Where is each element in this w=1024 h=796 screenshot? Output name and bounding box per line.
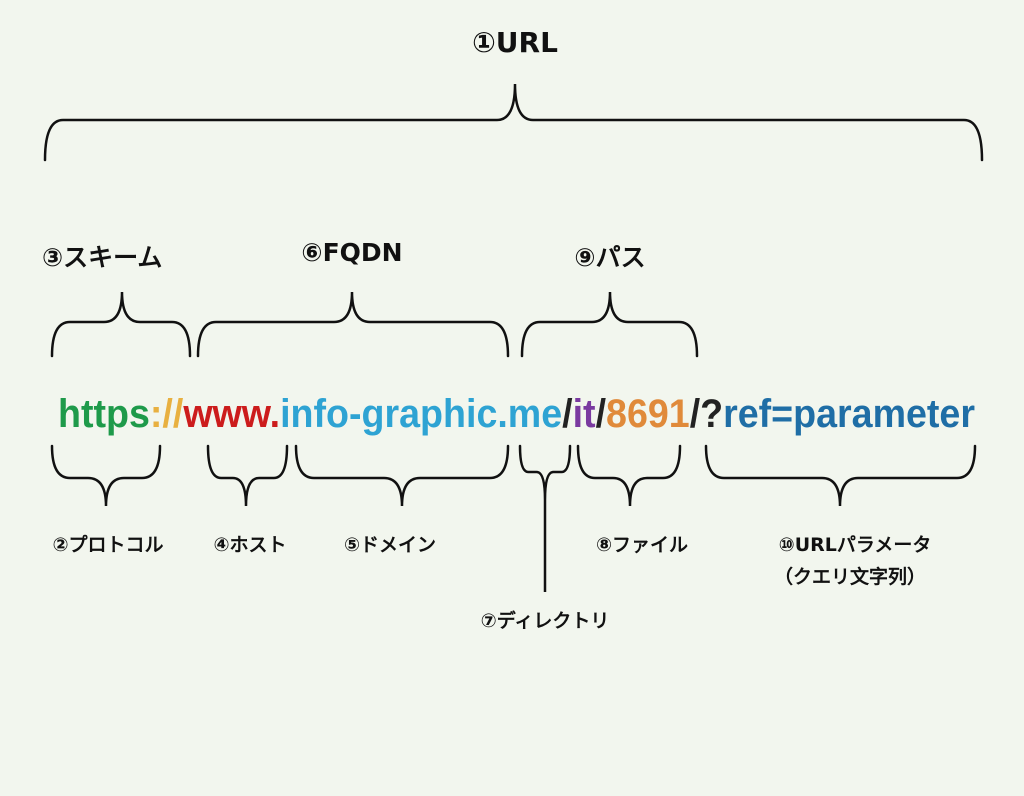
brace-fqdn (196, 291, 510, 358)
brace-protocol (50, 444, 162, 507)
label-protocol: ②プロトコル (52, 534, 164, 556)
label-query-string: （クエリ文字列） (773, 566, 927, 588)
label-url-parameter: ⑩URLパラメータ (778, 534, 932, 556)
brace-url (43, 83, 984, 162)
url-part: ref=parameter (723, 392, 975, 436)
url-part: / (562, 392, 572, 436)
url-part: info-graphic.me (280, 392, 562, 436)
url-part: / (596, 392, 606, 436)
brace-host (206, 444, 289, 507)
url-part: /? (690, 392, 723, 436)
brace-parameter (704, 444, 977, 507)
brace-scheme (50, 291, 192, 358)
url-part: :// (150, 392, 183, 436)
url-example: https://www.info-graphic.me/it/8691/?ref… (58, 392, 975, 436)
label-file: ⑧ファイル (595, 534, 689, 556)
brace-domain (294, 444, 510, 507)
brace-path (520, 291, 699, 358)
url-part: https (58, 392, 150, 436)
url-part: 8691 (606, 392, 690, 436)
label-domain: ⑤ドメイン (343, 534, 437, 556)
label-path: ⑨パス (574, 243, 646, 272)
url-part: it (573, 392, 596, 436)
url-title: ①URL (472, 26, 558, 59)
label-scheme: ③スキーム (42, 243, 163, 272)
label-fqdn: ⑥FQDN (301, 238, 403, 267)
label-directory: ⑦ディレクトリ (480, 610, 610, 632)
label-host: ④ホスト (213, 534, 287, 556)
brace-file (576, 444, 682, 507)
url-part: www. (182, 392, 280, 436)
